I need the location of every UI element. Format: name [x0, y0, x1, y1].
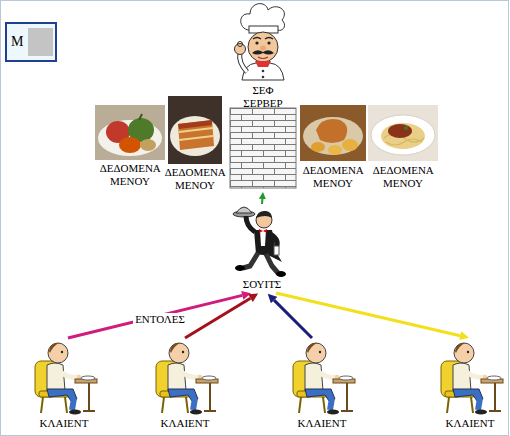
- server-chef-label: ΣΕΦ ΣΕΡΒΕΡ: [243, 84, 282, 109]
- client-label: ΚΛΑΙΕΝΤ: [161, 417, 210, 430]
- sauce: [178, 120, 212, 129]
- plate: [371, 115, 435, 155]
- chef-eye: [267, 41, 270, 44]
- client-figure: [156, 343, 218, 415]
- label-box-label: Μ: [7, 24, 55, 60]
- plate: [170, 116, 220, 156]
- stuffed-peppers-photo: [95, 105, 165, 160]
- menu-data-label: ΔΕΔΟΜΕΝΑ ΜΕΝΟΥ: [373, 164, 433, 189]
- bow-tie: [259, 229, 267, 233]
- potato: [140, 139, 156, 151]
- shoe: [235, 265, 245, 271]
- chef-sleeve: [240, 53, 247, 72]
- command-arrow: [185, 298, 250, 338]
- shirt-front: [260, 230, 266, 246]
- chef-mustache: [252, 50, 274, 54]
- photo-ground: [300, 105, 366, 161]
- photo-ground: [95, 105, 165, 160]
- shoe: [276, 271, 286, 277]
- plate: [303, 117, 363, 155]
- chef-button: [262, 76, 265, 79]
- waiter-label: ΣΟΥΙΤΣ: [243, 278, 282, 291]
- brick-wall: [230, 108, 296, 188]
- client-figure: [35, 343, 97, 415]
- command-arrow: [68, 295, 242, 338]
- client-figure: [441, 343, 503, 415]
- edge-label: ΕΝΤΟΛΕΣ: [133, 313, 187, 326]
- label-box: Μ: [5, 22, 57, 62]
- chef-figure: [235, 4, 285, 80]
- server-request-arrow: [261, 199, 263, 204]
- menu-data: ΔΕΔΟΜΕΝΑ ΜΕΝΟΥ: [300, 105, 366, 192]
- client: ΚΛΑΙΕΝΤ: [149, 338, 221, 432]
- stem: [139, 114, 142, 120]
- chef-nose: [260, 46, 266, 51]
- photo-ground: [368, 105, 438, 161]
- chef-brows: [253, 38, 273, 40]
- chef-button: [262, 70, 265, 73]
- potato: [311, 142, 325, 152]
- chef-face: [248, 32, 278, 62]
- redaction-block: [28, 28, 53, 56]
- edge-label-anchor: ΕΝΤΟΛΕΣ: [133, 309, 187, 327]
- pepper: [119, 137, 141, 153]
- waiter: ΣΟΥΙΤΣ: [234, 204, 290, 293]
- client-label: ΚΛΑΙΕΝΤ: [40, 417, 89, 430]
- lasagna-photo: [168, 96, 222, 164]
- menu-data: ΔΕΔΟΜΕΝΑ ΜΕΝΟΥ: [163, 96, 228, 194]
- cloche: [236, 207, 252, 213]
- chicken: [316, 119, 347, 143]
- chef-eye: [255, 41, 258, 44]
- chicken-photo: [300, 105, 366, 161]
- menu-data-label: ΔΕΔΟΜΕΝΑ ΜΕΝΟΥ: [165, 166, 225, 191]
- client: ΚΛΑΙΕΝΤ: [437, 338, 503, 432]
- potato: [328, 145, 342, 155]
- client-figure: [293, 343, 355, 415]
- towel: [274, 246, 279, 255]
- client-label: ΚΛΑΙΕΝΤ: [446, 417, 495, 430]
- chef-mouth: [258, 57, 268, 59]
- menu-data-label: ΔΕΔΟΜΕΝΑ ΜΕΝΟΥ: [303, 164, 363, 189]
- waiter-hair: [256, 211, 272, 218]
- leg: [266, 254, 278, 273]
- meat-sauce: [388, 124, 412, 138]
- spaghetti-photo: [368, 105, 438, 161]
- potato: [342, 139, 358, 151]
- chef-arm-outline: [240, 53, 247, 72]
- client: ΚΛΑΙΕΝΤ: [28, 338, 100, 432]
- command-arrow: [274, 300, 312, 338]
- box-fill: [5, 22, 57, 62]
- leg: [243, 253, 258, 268]
- server-chef: ΣΕΦ ΣΕΡΒΕΡ: [230, 4, 296, 192]
- lasagna: [178, 120, 214, 150]
- chef-scarf: [255, 61, 271, 67]
- menu-data: ΔΕΔΟΜΕΝΑ ΜΕΝΟΥ: [368, 105, 438, 192]
- layers: [179, 128, 213, 140]
- client-label: ΚΛΑΙΕΝΤ: [298, 417, 347, 430]
- client: ΚΛΑΙΕΝΤ: [286, 338, 358, 432]
- waiter-figure: [233, 207, 286, 277]
- photo-ground: [168, 96, 222, 164]
- raised-arm: [246, 216, 255, 232]
- menu-data-label: ΔΕΔΟΜΕΝΑ ΜΕΝΟΥ: [100, 162, 160, 187]
- chef-hand: [235, 44, 246, 55]
- menu-data: ΔΕΔΟΜΕΝΑ ΜΕΝΟΥ: [95, 105, 165, 190]
- response-arrow: [276, 293, 460, 336]
- ok-sign: [238, 42, 243, 47]
- pasta: [381, 123, 425, 149]
- basil: [404, 126, 408, 130]
